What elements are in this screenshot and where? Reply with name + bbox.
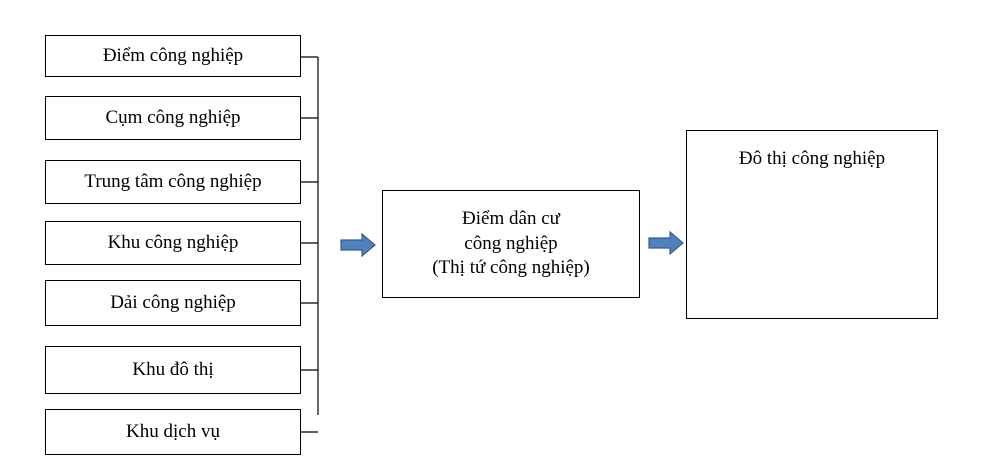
box-dai-cong-nghiep: Dải công nghiệp [45, 280, 301, 326]
box-khu-do-thi: Khu đô thị [45, 346, 301, 394]
box-label: Cụm công nghiệp [105, 106, 241, 128]
box-cum-cong-nghiep: Cụm công nghiệp [45, 96, 301, 140]
box-khu-dich-vu: Khu dịch vụ [45, 409, 301, 455]
box-label: Khu đô thị [132, 358, 214, 380]
box-label: Dải công nghiệp [110, 291, 236, 313]
box-diem-dan-cu: Điểm dân cư công nghiệp (Thị tứ công ngh… [382, 190, 640, 298]
right-arrow-icon [648, 231, 684, 255]
box-trung-tam-cong-nghiep: Trung tâm công nghiệp [45, 160, 301, 204]
box-label: Trung tâm công nghiệp [84, 170, 262, 192]
middle-line-2: công nghiệp [464, 232, 558, 254]
middle-line-1: Điểm dân cư [462, 207, 560, 229]
middle-line-3: (Thị tứ công nghiệp) [432, 257, 590, 279]
box-khu-cong-nghiep: Khu công nghiệp [45, 221, 301, 265]
box-label: Khu công nghiệp [107, 231, 239, 253]
box-label: Điểm công nghiệp [102, 44, 244, 66]
box-label: Khu dịch vụ [126, 420, 220, 442]
right-box-label: Đô thị công nghiệp [738, 148, 886, 169]
box-diem-cong-nghiep: Điểm công nghiệp [45, 35, 301, 77]
box-do-thi-cong-nghiep: Đô thị công nghiệp [686, 130, 938, 319]
right-arrow-icon [340, 233, 376, 257]
